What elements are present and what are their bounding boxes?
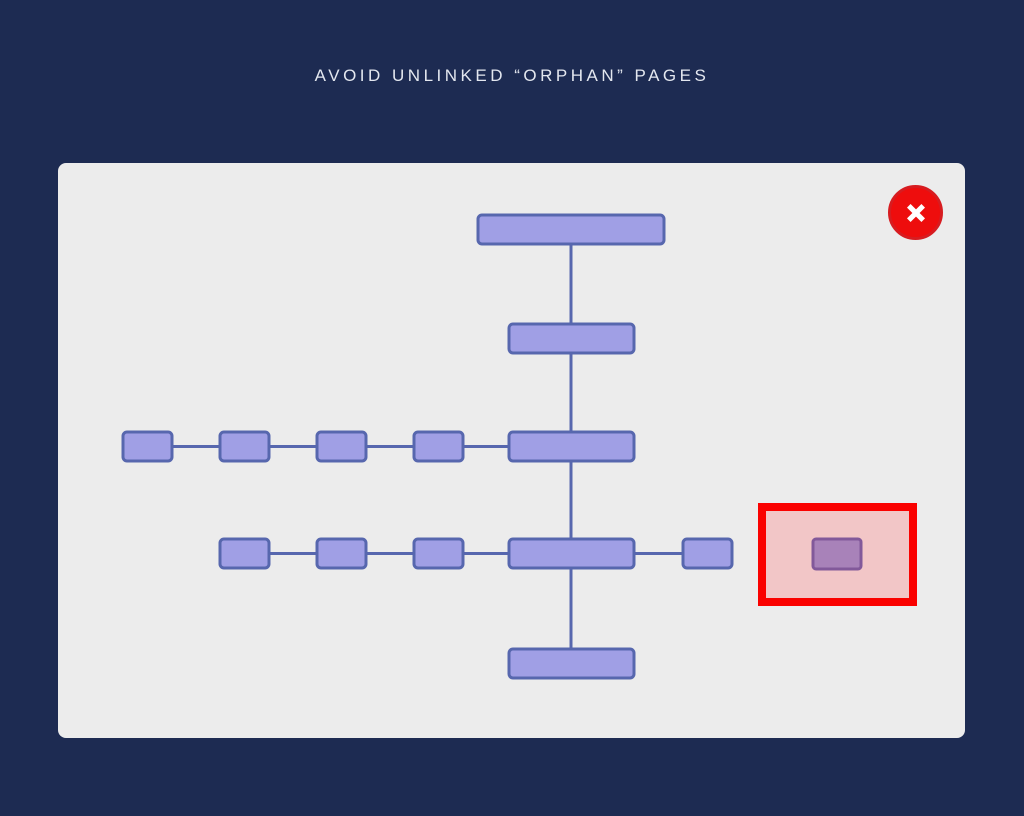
sitemap-node-level3-page-3 xyxy=(315,430,368,463)
sitemap-node-home-page xyxy=(476,213,666,246)
sitemap-node-level4-page-right xyxy=(681,537,734,570)
sitemap-node-level3-page-1 xyxy=(121,430,174,463)
close-button[interactable] xyxy=(888,185,943,240)
sitemap-node-level4-hub-page xyxy=(507,537,636,570)
sitemap-node-bottom-page xyxy=(507,647,636,680)
orphan-page-node xyxy=(811,537,863,571)
sitemap-node-level3-hub-page xyxy=(507,430,636,463)
page-title: AVOID UNLINKED “ORPHAN” PAGES xyxy=(314,66,710,85)
x-icon xyxy=(906,203,925,222)
sitemap-diagram xyxy=(121,213,917,680)
sitemap-node-level4-page-2 xyxy=(315,537,368,570)
sitemap-node-level4-page-1 xyxy=(218,537,271,570)
sitemap-node-level4-page-3 xyxy=(412,537,465,570)
sitemap-node-level3-page-2 xyxy=(218,430,271,463)
sitemap-node-level3-page-4 xyxy=(412,430,465,463)
sitemap-node-level2-page xyxy=(507,322,636,355)
sitemap-panel xyxy=(58,163,965,738)
